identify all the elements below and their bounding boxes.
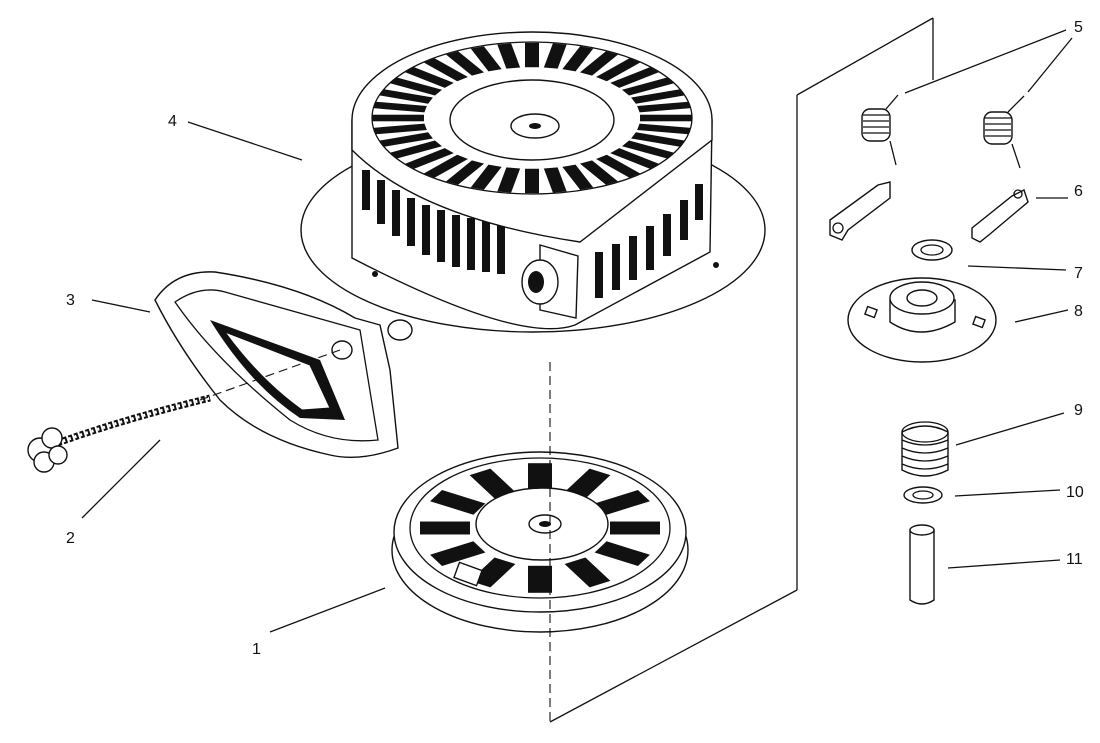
rope-path-line — [199, 349, 341, 401]
parts-boundary-frame — [549, 17, 934, 723]
part-6-ratchet-pawls — [829, 181, 1029, 243]
part-9-compression-spring — [901, 421, 949, 477]
part-1-rope-pulley — [391, 451, 689, 633]
part-4-starter-housing — [300, 31, 766, 333]
callout-3: 3 — [66, 292, 75, 309]
callout-labels: 1 2 3 4 5 6 7 8 9 10 11 — [66, 19, 1084, 658]
leader-lines — [81, 29, 1073, 633]
part-8-ratchet-guide — [847, 277, 997, 363]
callout-6: 6 — [1074, 183, 1083, 200]
callout-8: 8 — [1074, 303, 1083, 320]
callout-11: 11 — [1066, 551, 1083, 568]
housing-side-vents — [362, 170, 703, 298]
callout-1: 1 — [252, 641, 261, 658]
part-3-starter-handle — [154, 271, 413, 459]
callout-2: 2 — [66, 530, 75, 547]
callout-7: 7 — [1074, 265, 1083, 282]
part-5-ratchet-springs — [861, 94, 1025, 169]
callout-10: 10 — [1066, 484, 1084, 501]
housing-top-vents — [372, 42, 692, 194]
callout-5: 5 — [1074, 19, 1083, 36]
part-2-starter-rope — [27, 394, 211, 473]
callout-9: 9 — [1074, 402, 1083, 419]
part-10-washer — [903, 486, 943, 504]
part-11-pin — [909, 524, 935, 605]
part-7-washer — [911, 239, 953, 261]
callout-4: 4 — [168, 113, 177, 130]
pulley-spoke-vents — [420, 463, 660, 593]
